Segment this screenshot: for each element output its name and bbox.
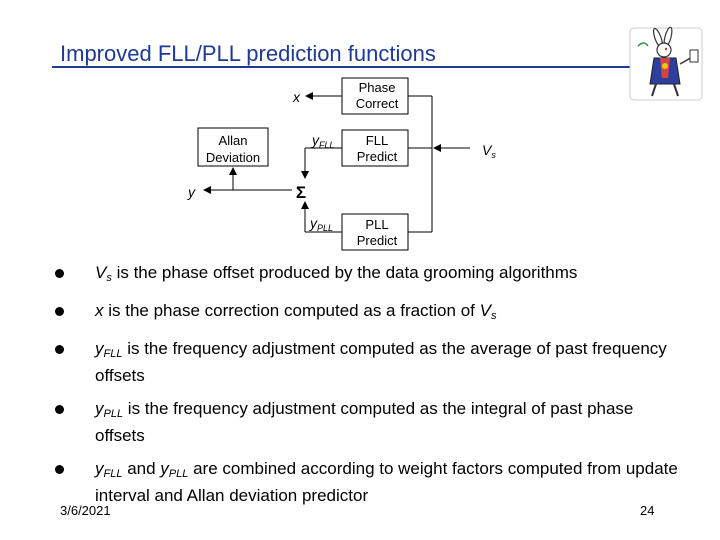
bullet-dot-icon [55, 465, 64, 474]
bullet-var: y [95, 399, 104, 418]
pll-predict-label-2: Predict [357, 233, 398, 248]
allan-deviation-label-1: Allan [219, 133, 248, 148]
footer-date: 3/6/2021 [60, 503, 111, 518]
sigma-summation-icon: Σ [296, 183, 306, 202]
bullet-text-mid: and [122, 459, 160, 478]
bullet-list: Vs is the phase offset produced by the d… [55, 262, 685, 518]
bullet-text: are combined according to weight factors… [95, 459, 678, 505]
y-output-label: y [187, 184, 196, 200]
bullet-text: is the phase correction computed as a fr… [104, 301, 480, 320]
bullet-var: x [95, 301, 104, 320]
bullet-var: V [95, 263, 106, 282]
fll-predict-label-1: FLL [366, 133, 388, 148]
phase-correct-label-2: Correct [356, 96, 399, 111]
pll-predict-label-1: PLL [365, 217, 388, 232]
bullet-var-2: y [160, 459, 169, 478]
bullet-dot-icon [55, 345, 64, 354]
bullet-var-sub: PLL [104, 408, 124, 420]
bullet-var-end: V [480, 301, 491, 320]
fll-pll-block-diagram: Phase Correct Allan Deviation FLL Predic… [0, 0, 720, 260]
bullet-dot-icon [55, 269, 64, 278]
phase-correct-label-1: Phase [359, 80, 396, 95]
fll-predict-label-2: Predict [357, 149, 398, 164]
bullet-x: x is the phase correction computed as a … [55, 300, 685, 327]
bullet-ypll: yPLL is the frequency adjustment compute… [55, 398, 685, 447]
bullet-var-sub: FLL [104, 468, 123, 480]
bullet-dot-icon [55, 307, 64, 316]
page-number: 24 [640, 503, 654, 518]
bullet-var: y [95, 339, 104, 358]
allan-deviation-label-2: Deviation [206, 150, 260, 165]
bullet-text: is the frequency adjustment computed as … [95, 399, 633, 445]
vs-signal-label: Vs [482, 142, 496, 160]
bullet-vs: Vs is the phase offset produced by the d… [55, 262, 685, 289]
bullet-var-2-sub: PLL [169, 468, 189, 480]
y-fll-signal-label: yFLL [311, 132, 335, 150]
bullet-var-end-sub: s [491, 310, 497, 322]
bullet-dot-icon [55, 405, 64, 414]
bullet-var-sub: FLL [104, 348, 123, 360]
y-pll-signal-label: yPLL [309, 215, 333, 233]
bullet-text: is the frequency adjustment computed as … [95, 339, 667, 385]
bullet-yfll: yFLL is the frequency adjustment compute… [55, 338, 685, 387]
x-signal-label: x [292, 89, 301, 105]
bullet-text: is the phase offset produced by the data… [112, 263, 578, 282]
bullet-combined: yFLL and yPLL are combined according to … [55, 458, 685, 507]
bullet-var: y [95, 459, 104, 478]
